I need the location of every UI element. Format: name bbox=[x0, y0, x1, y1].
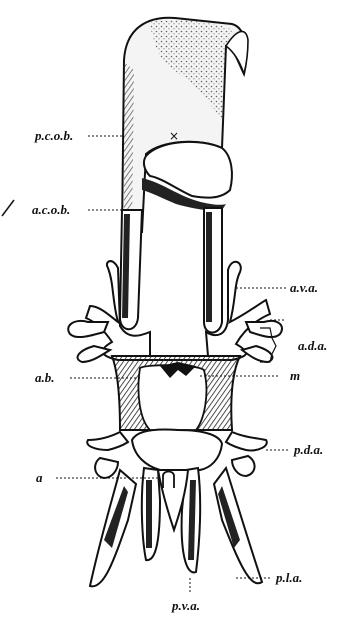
slash-mark bbox=[2, 200, 14, 216]
label-acob: a.c.o.b. bbox=[32, 202, 70, 217]
anterior-capsule bbox=[142, 142, 232, 211]
label-ava: a.v.a. bbox=[290, 280, 318, 295]
label-pcob: p.c.o.b. bbox=[34, 128, 73, 143]
label-pda: p.d.a. bbox=[293, 442, 323, 457]
label-pva: p.v.a. bbox=[171, 598, 200, 613]
cross-mark: × bbox=[169, 129, 179, 143]
label-pla: p.l.a. bbox=[275, 570, 302, 585]
label-m: m bbox=[290, 368, 300, 383]
lower-skeleton bbox=[90, 456, 262, 586]
label-ada: a.d.a. bbox=[298, 338, 327, 353]
label-ab: a.b. bbox=[35, 370, 55, 385]
label-a: a bbox=[36, 470, 43, 485]
ventral-rods bbox=[120, 208, 222, 333]
